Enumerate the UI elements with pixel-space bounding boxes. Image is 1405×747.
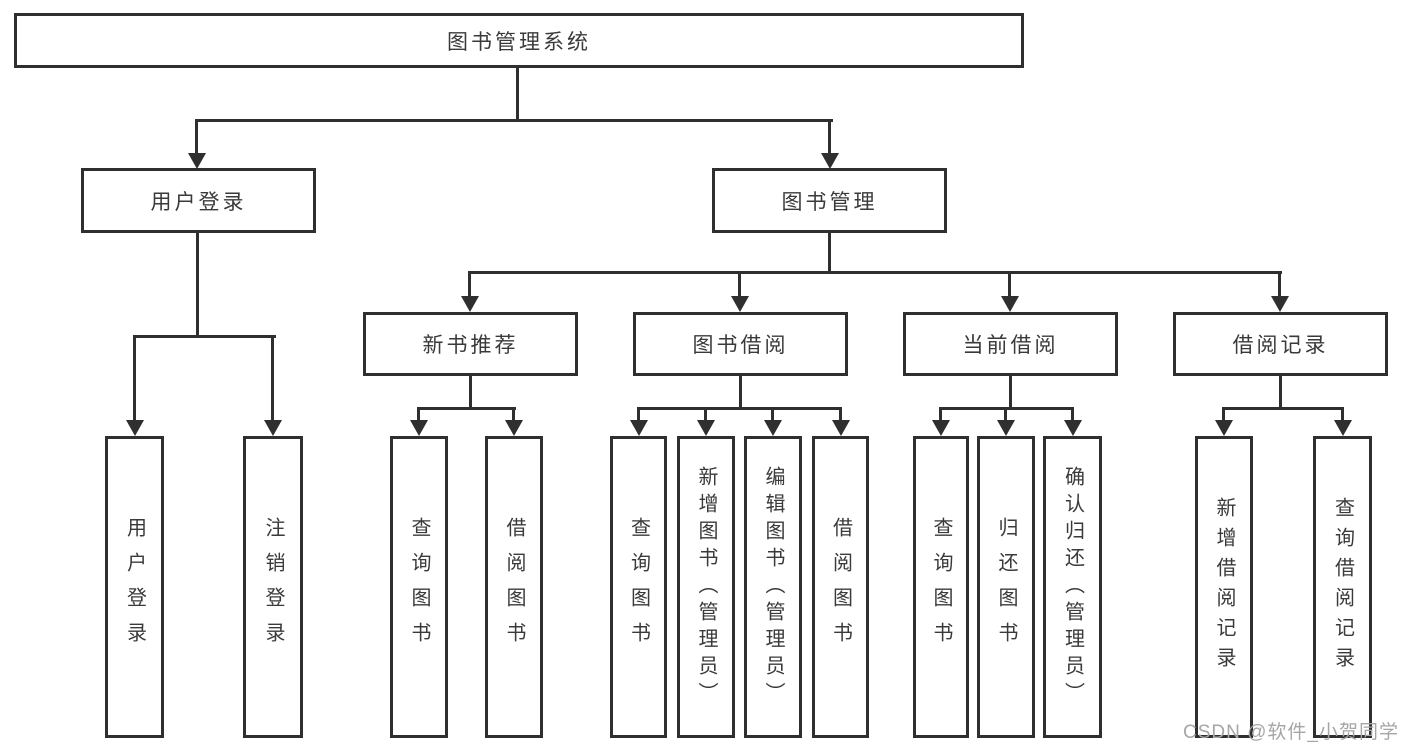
connector-bookmgmt-stem <box>828 231 831 274</box>
leaf-confirm-return-admin: 确认归还（管理员） <box>1043 436 1102 738</box>
arrow-down-icon <box>126 420 144 436</box>
leaf-query-books-newbooks: 查询图书 <box>390 436 448 738</box>
arrow-down-icon <box>1271 296 1289 312</box>
leaf-return-books: 归还图书 <box>977 436 1035 738</box>
arrow-down-icon <box>461 296 479 312</box>
node-book-borrowing: 图书借阅 <box>633 312 848 376</box>
connector-drop-line <box>512 407 515 423</box>
connector-drop-line <box>771 407 774 423</box>
connector-drop-line <box>939 407 942 423</box>
connector-level3-bar <box>468 271 1282 274</box>
leaf-logout-login: 注销登录 <box>243 436 303 738</box>
connector-drop-line <box>839 407 842 423</box>
node-borrowing-records: 借阅记录 <box>1173 312 1388 376</box>
node-library-system: 图书管理系统 <box>14 13 1024 68</box>
connector-drop-line <box>195 119 198 155</box>
csdn-watermark: CSDN @软件_小贺同学 <box>1183 722 1399 743</box>
connector-borrowrecords-bar <box>1222 407 1344 410</box>
arrow-down-icon <box>1001 296 1019 312</box>
connector-drop-line <box>704 407 707 423</box>
node-user-login: 用户登录 <box>81 168 316 233</box>
connector-userlogin-stem <box>196 231 199 338</box>
connector-drop-line <box>828 119 831 155</box>
arrow-down-icon <box>697 420 715 436</box>
leaf-borrow-books-borrowing: 借阅图书 <box>812 436 869 738</box>
leaf-user-login: 用户登录 <box>105 436 164 738</box>
connector-drop-line <box>637 407 640 423</box>
connector-drop-line <box>1008 271 1011 299</box>
connector-newbooks-stem <box>469 374 472 410</box>
connector-drop-line <box>1071 407 1074 423</box>
connector-root-stem <box>516 68 519 122</box>
connector-bookborrow-bar <box>637 407 842 410</box>
leaf-borrow-books-newbooks: 借阅图书 <box>485 436 543 738</box>
connector-drop-line <box>468 271 471 299</box>
connector-drop-line <box>417 407 420 423</box>
connector-currentborrow-stem <box>1009 374 1012 410</box>
connector-borrowrecords-stem <box>1279 374 1282 410</box>
arrow-down-icon <box>764 420 782 436</box>
connector-newbooks-bar <box>417 407 516 410</box>
leaf-edit-book-admin: 编辑图书（管理员） <box>744 436 802 738</box>
node-new-book-recommend: 新书推荐 <box>363 312 578 376</box>
leaf-query-borrow-record: 查询借阅记录 <box>1313 436 1372 738</box>
arrow-down-icon <box>821 153 839 169</box>
node-book-management: 图书管理 <box>712 168 947 233</box>
leaf-add-book-admin: 新增图书（管理员） <box>677 436 735 738</box>
node-current-borrowing: 当前借阅 <box>903 312 1118 376</box>
connector-drop-line <box>271 335 274 423</box>
leaf-query-books-borrowing: 查询图书 <box>610 436 667 738</box>
connector-drop-line <box>1278 271 1281 299</box>
arrow-down-icon <box>731 296 749 312</box>
arrow-down-icon <box>188 153 206 169</box>
leaf-add-borrow-record: 新增借阅记录 <box>1195 436 1253 738</box>
connector-level2-bar <box>196 119 833 122</box>
connector-bookborrow-stem <box>739 374 742 410</box>
arrow-down-icon <box>997 420 1015 436</box>
connector-drop-line <box>1341 407 1344 423</box>
arrow-down-icon <box>264 420 282 436</box>
arrow-down-icon <box>410 420 428 436</box>
arrow-down-icon <box>630 420 648 436</box>
connector-drop-line <box>1222 407 1225 423</box>
connector-drop-line <box>133 335 136 423</box>
arrow-down-icon <box>1064 420 1082 436</box>
connector-drop-line <box>1004 407 1007 423</box>
connector-drop-line <box>738 271 741 299</box>
arrow-down-icon <box>832 420 850 436</box>
leaf-query-books-current: 查询图书 <box>913 436 969 738</box>
connector-userlogin-bar <box>133 335 276 338</box>
arrow-down-icon <box>932 420 950 436</box>
arrow-down-icon <box>505 420 523 436</box>
arrow-down-icon <box>1334 420 1352 436</box>
arrow-down-icon <box>1215 420 1233 436</box>
